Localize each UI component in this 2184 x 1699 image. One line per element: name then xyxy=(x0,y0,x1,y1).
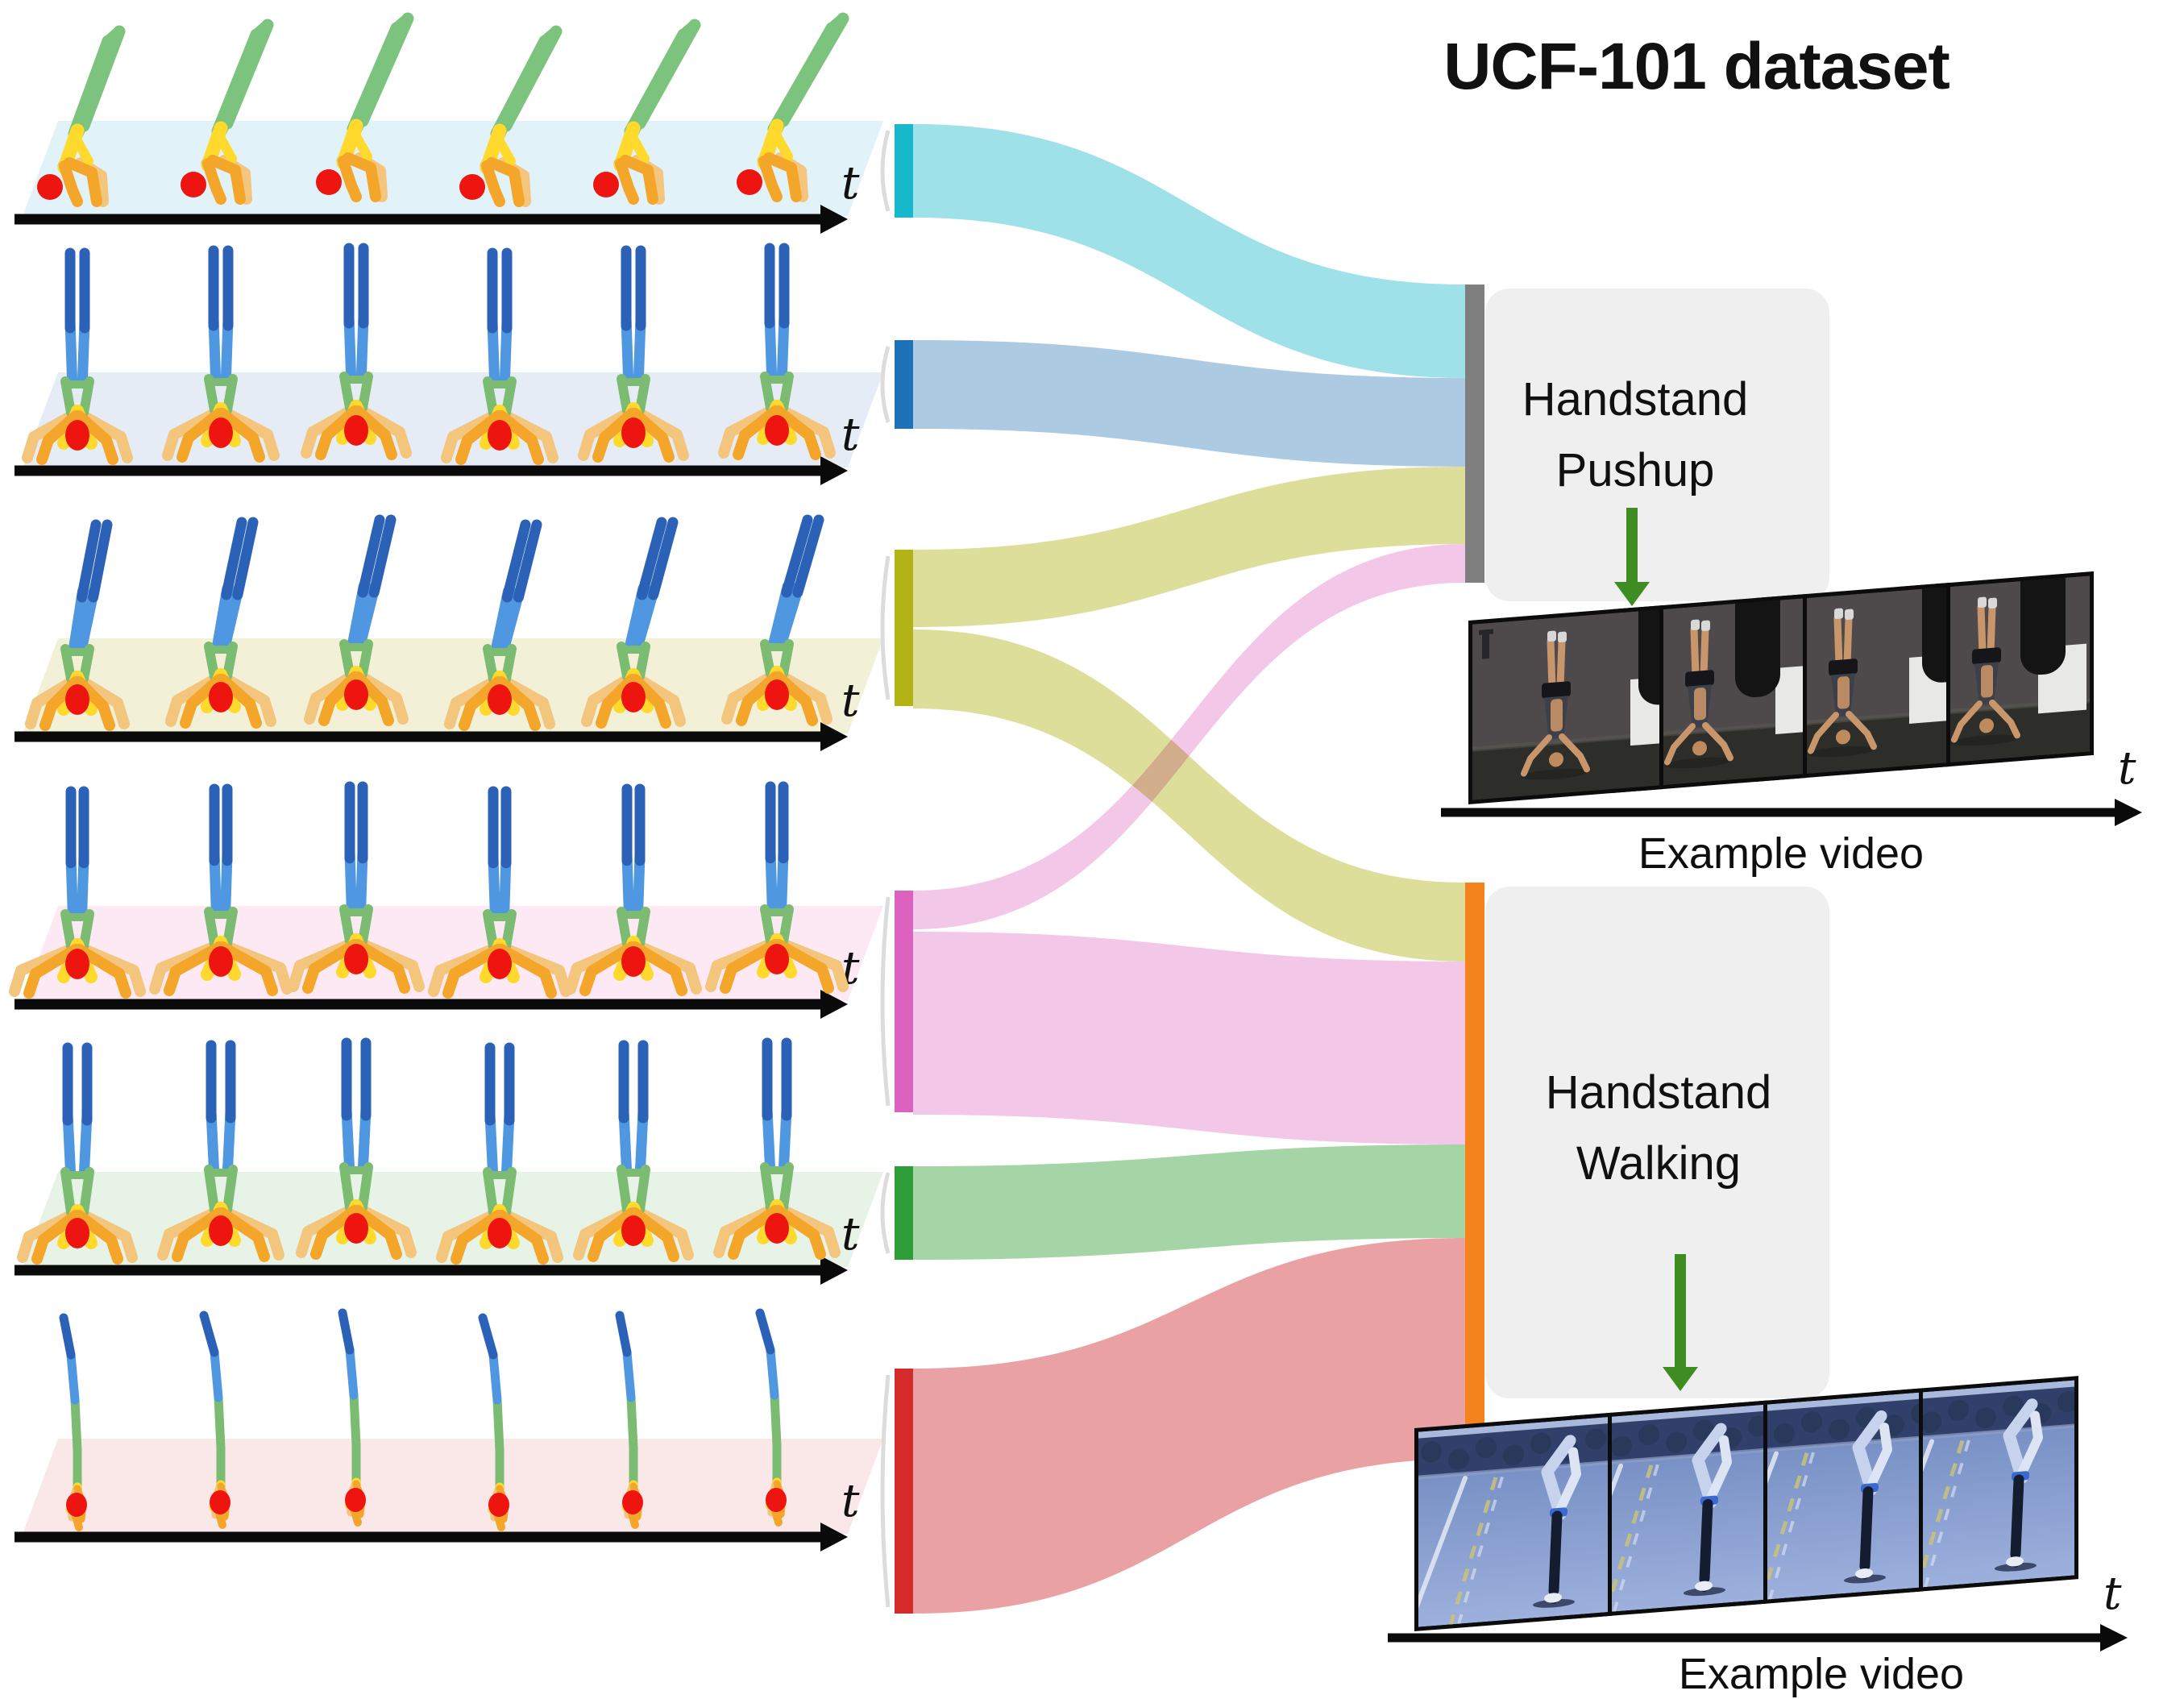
walking-frame-scene xyxy=(1729,1392,1919,1603)
time-axis-label: t xyxy=(841,675,860,727)
row-2-sequence-2: t xyxy=(15,243,883,485)
flow-sequence-3-to-handstand-pushup xyxy=(913,467,1465,627)
row-2-bracket xyxy=(880,346,891,423)
row-6-time-axis: t xyxy=(15,1475,860,1552)
walking-frame-scene xyxy=(1574,1404,1763,1615)
stick-figure-pike xyxy=(459,25,563,207)
stick-figure-wide xyxy=(149,783,293,996)
stick-figure-wide xyxy=(9,786,146,999)
stick-figure-side xyxy=(59,1313,87,1531)
row-1-time-axis: t xyxy=(15,157,860,234)
video-frame-walking-3 xyxy=(1725,1388,1923,1607)
row-6-sequence-6: t xyxy=(15,1308,883,1552)
walking-video-time-axis: t xyxy=(1388,1568,2128,1651)
stick-figure-straight xyxy=(22,247,133,465)
stick-figure-lean xyxy=(165,517,276,729)
flow-sequence-4-to-handstand-walking xyxy=(913,932,1465,1144)
stick-figure-tall xyxy=(296,1037,417,1260)
flow-sequence-5-to-handstand-walking xyxy=(913,1144,1465,1260)
stick-figure-straight xyxy=(301,243,412,460)
arrow-to-walking-video xyxy=(1663,1254,1698,1391)
stick-figure-tall xyxy=(157,1040,284,1262)
time-axis-label: t xyxy=(841,1475,860,1527)
row-1-sequence-1: t xyxy=(15,12,883,234)
video-frame-pushup-1 xyxy=(1468,604,1663,804)
walking-frame-scene xyxy=(1418,1417,1608,1627)
pushup-frame-scene xyxy=(1472,609,1659,800)
stick-figure-pike xyxy=(316,12,414,202)
row-4-time-axis: t xyxy=(15,942,860,1019)
stick-figure-wide xyxy=(288,781,425,994)
stick-figure-lean xyxy=(304,514,409,726)
time-axis-label: t xyxy=(841,157,860,210)
arrow-to-pushup-video xyxy=(1614,508,1650,606)
stick-figure-straight xyxy=(718,243,836,460)
target-node-handstand-pushup xyxy=(1465,285,1484,583)
row-3-bracket xyxy=(880,555,891,700)
stick-figure-pike xyxy=(37,25,126,207)
stick-figure-straight xyxy=(162,245,280,463)
stick-figure-lean xyxy=(444,519,555,731)
stick-figure-lean xyxy=(25,519,130,731)
source-node-sequence-3 xyxy=(895,550,913,706)
source-node-sequence-4 xyxy=(895,891,913,1112)
source-node-sequence-2 xyxy=(895,340,913,429)
video-frame-walking-2 xyxy=(1570,1400,1767,1619)
row-6-plane xyxy=(23,1439,883,1534)
stick-figure-pike xyxy=(737,12,849,202)
row-3-time-axis: t xyxy=(15,675,860,751)
time-axis-label: t xyxy=(2118,742,2136,795)
stick-figure-tall xyxy=(573,1040,694,1262)
row-3-sequence-3: t xyxy=(15,514,883,751)
row-5-sequence-5: t xyxy=(15,1037,883,1285)
pushup-video-time-axis: t xyxy=(1441,742,2142,826)
stick-figure-pike xyxy=(593,19,701,205)
walking-frame-scene xyxy=(1885,1380,2074,1591)
pushup-video-frames xyxy=(1468,571,2094,804)
stick-figure-wide xyxy=(565,783,702,996)
class-box-handstand-pushup xyxy=(1485,289,1829,601)
row-1-bracket xyxy=(880,130,891,212)
video-frame-walking-1 xyxy=(1414,1412,1612,1631)
flow-sequence-4-to-handstand-pushup xyxy=(913,544,1465,929)
stick-figure-lean xyxy=(581,517,686,729)
stick-figure-side xyxy=(755,1308,787,1527)
row-1-plane xyxy=(23,121,883,216)
flow-sequence-1-to-handstand-pushup xyxy=(913,124,1465,378)
row-4-bracket xyxy=(880,896,891,1107)
stick-figure-side xyxy=(199,1311,230,1529)
stick-figure-side xyxy=(338,1308,366,1527)
row-2-time-axis: t xyxy=(15,409,860,485)
stick-figure-tall xyxy=(713,1037,841,1260)
time-axis-label: t xyxy=(2103,1568,2122,1620)
flow-sequence-3-to-handstand-walking xyxy=(913,629,1465,962)
class-box-handstand-walking xyxy=(1485,887,1829,1398)
sankey-flows xyxy=(913,124,1465,1614)
source-node-sequence-1 xyxy=(895,124,913,218)
stick-figure-lean xyxy=(721,514,832,726)
stick-figure-tall xyxy=(17,1042,138,1265)
time-axis-label: t xyxy=(841,1208,860,1261)
row-4-sequence-4: t xyxy=(9,781,883,1019)
walking-video-frames xyxy=(1414,1376,2078,1631)
stick-figure-wide xyxy=(705,781,849,994)
video-frame-walking-4 xyxy=(1881,1376,2078,1595)
stick-figure-pike xyxy=(181,19,274,205)
stick-figure-wide xyxy=(428,786,571,999)
row-5-time-axis: t xyxy=(15,1208,860,1285)
stick-figure-side xyxy=(478,1313,509,1531)
time-axis-label: t xyxy=(841,409,860,461)
stick-figure-straight xyxy=(578,245,689,463)
flow-sequence-6-to-handstand-walking xyxy=(913,1238,1465,1614)
row-6-bracket xyxy=(880,1374,891,1608)
stick-figure-side xyxy=(615,1311,643,1529)
stick-figure-tall xyxy=(436,1042,563,1265)
target-node-handstand-walking xyxy=(1465,883,1484,1459)
stick-figure-straight xyxy=(441,247,558,465)
source-node-sequence-5 xyxy=(895,1166,913,1260)
source-node-sequence-6 xyxy=(895,1369,913,1614)
row-5-bracket xyxy=(880,1172,891,1254)
flow-sequence-2-to-handstand-pushup xyxy=(913,340,1465,467)
